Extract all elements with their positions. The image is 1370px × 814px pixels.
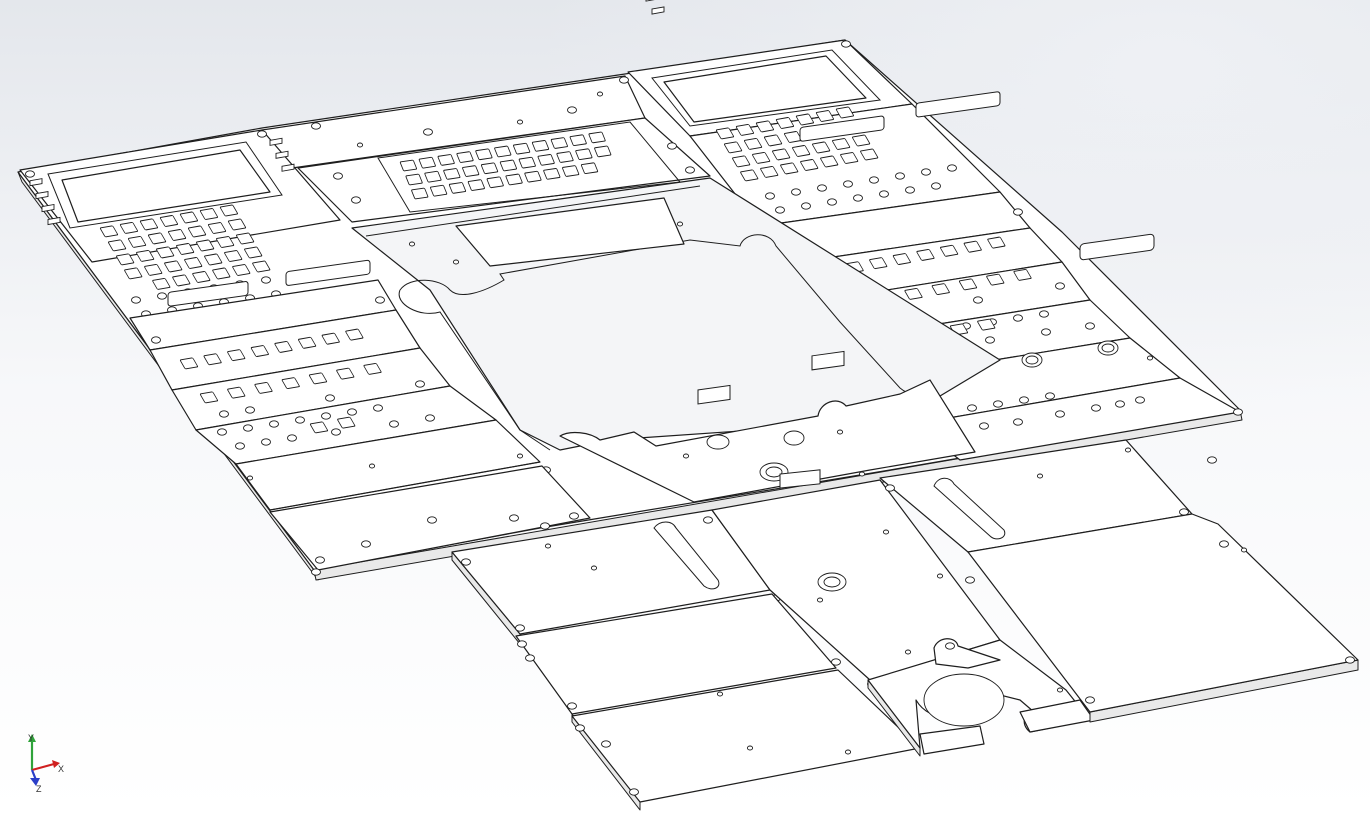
right-cdu-side-buttons — [645, 0, 665, 15]
lower-right-panel-1[interactable] — [879, 439, 1193, 553]
x-axis-arrow — [31, 762, 55, 772]
x-axis-arrowhead — [52, 760, 60, 768]
z-axis-arrowhead — [30, 778, 40, 786]
left-blank-panel-1[interactable] — [235, 419, 551, 511]
left-cdu-display-screen — [61, 149, 271, 223]
lower-center-panel[interactable] — [711, 469, 1001, 681]
y-axis-label: Y — [28, 733, 34, 743]
z-axis-label: Z — [36, 784, 42, 794]
lower-bottom-throttle-plate[interactable] — [867, 638, 1095, 757]
lower-right-panel-2[interactable] — [965, 513, 1359, 723]
left-cdu-unit[interactable] — [19, 129, 341, 318]
left-blank-panel-2[interactable] — [269, 465, 591, 571]
center-lower-pedestal-plate[interactable] — [559, 350, 976, 503]
right-cdu-display-frame — [651, 49, 882, 127]
lower-left-panel-1[interactable] — [451, 509, 781, 645]
center-upper-window — [455, 197, 685, 267]
right-cdu-display-screen — [663, 55, 867, 123]
coordinate-triad: Y X Z — [28, 733, 64, 794]
lower-left-panel-2[interactable] — [515, 593, 841, 715]
right-radio-panel-1[interactable] — [759, 91, 1031, 265]
right-cdu-unit[interactable] — [627, 0, 1001, 227]
left-cdu-display-frame — [47, 141, 283, 229]
left-cdu-side-buttons — [29, 137, 295, 226]
x-axis-label: X — [58, 764, 64, 774]
y-axis-arrowhead — [28, 734, 36, 742]
left-radio-panel-1[interactable] — [129, 259, 397, 351]
